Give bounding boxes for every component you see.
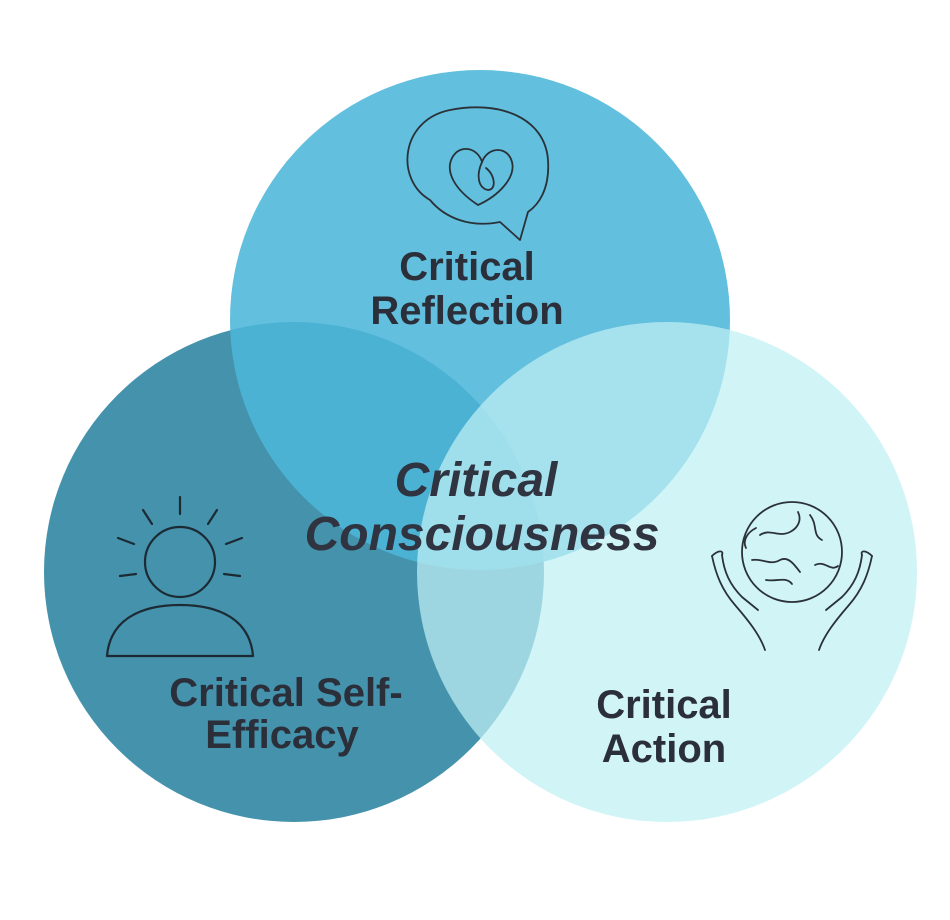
center-label-line1: Critical [395,454,559,507]
action-label-line2: Action [602,727,726,771]
action-label-line1: Critical [596,683,732,727]
center-label-line2: Consciousness [305,508,660,561]
heart-speech-bubble-icon [406,106,550,241]
reflection-label-line1: Critical [399,245,535,289]
hands-globe-icon [711,501,873,651]
circle-critical-action [417,322,917,822]
person-sun-icon [105,495,255,658]
self-efficacy-label-line2: Efficacy [205,713,359,757]
reflection-label-line2: Reflection [370,289,563,333]
self-efficacy-label-line1: Critical Self- [169,671,402,715]
